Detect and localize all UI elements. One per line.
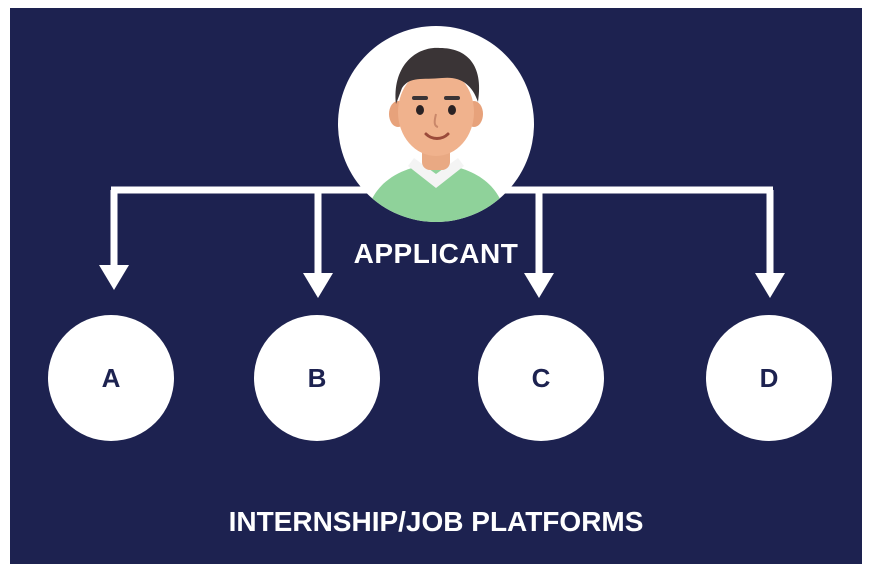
- arrowhead-a: [99, 265, 129, 290]
- platform-label-b: B: [307, 362, 327, 393]
- platform-label-d: D: [759, 362, 779, 393]
- arrowhead-d: [755, 273, 785, 298]
- applicant-label: APPLICANT: [353, 238, 519, 269]
- platform-node-a: A: [48, 315, 174, 441]
- applicant-node: [338, 26, 534, 222]
- platform-node-c: C: [478, 315, 604, 441]
- arrowhead-b: [303, 273, 333, 298]
- platform-node-b: B: [254, 315, 380, 441]
- arrowhead-c: [524, 273, 554, 298]
- platform-label-c: C: [531, 362, 551, 393]
- platforms-group-label: INTERNSHIP/JOB PLATFORMS: [228, 506, 644, 537]
- platform-label-a: A: [101, 362, 121, 393]
- applicant-avatar-icon: [366, 47, 506, 222]
- platform-node-d: D: [706, 315, 832, 441]
